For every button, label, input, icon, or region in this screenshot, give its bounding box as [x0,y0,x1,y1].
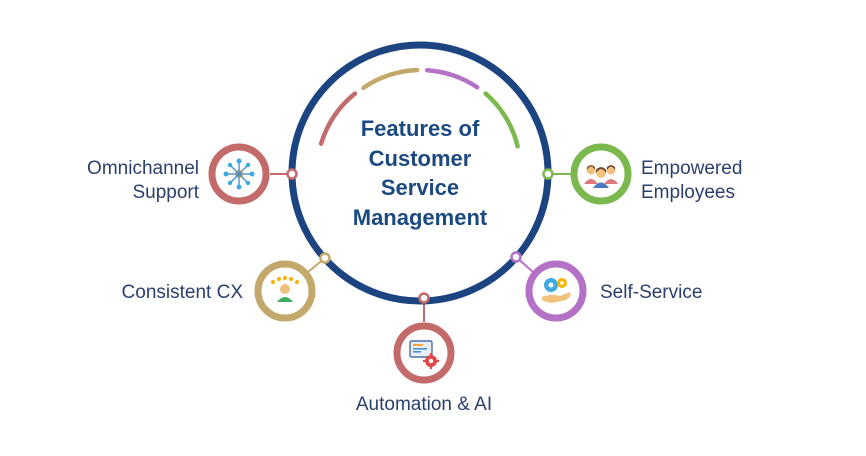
feature-empowered-employees: Empowered Employees [570,143,742,205]
feature-label-line-1: Self-Service [600,282,702,303]
feature-automation-ai: Automation & AI [356,322,492,415]
feature-label-line-1: Omnichannel [87,158,199,179]
feature-circle [525,260,587,322]
arc-green [483,91,520,149]
ring-dots [286,168,554,304]
feature-consistent-cx: Consistent CX [122,260,316,322]
dot-consistent-cx [319,252,331,264]
feature-label-line-1: Empowered [641,158,742,179]
team-people-icon [584,165,618,188]
feature-label-line-2: Employees [641,182,735,203]
arc-red [318,91,358,146]
title-line-1: Features of [361,116,480,141]
feature-self-service: Self-Service [525,260,702,322]
feature-label-line-2: Support [132,182,199,203]
dot-empowered [542,168,554,180]
feature-omnichannel-support: Omnichannel Support [87,143,270,205]
arc-gold [361,67,420,91]
diagram-title: Features of Customer Service Management [353,116,488,230]
title-line-3: Service [381,175,459,200]
automation-screen-gear-icon [409,340,439,369]
main-ring [288,41,552,305]
rated-agent-icon [271,276,299,302]
dot-omnichannel [286,168,298,180]
feature-label-line-1: Consistent CX [122,282,244,303]
hand-gears-icon [542,278,571,303]
dot-automation [418,292,430,304]
title-line-4: Management [353,205,488,230]
inner-arcs [318,67,520,149]
feature-label-line-1: Automation & AI [356,394,492,415]
dot-self-service [510,251,522,263]
network-hub-icon [223,158,255,190]
arc-purple [424,68,480,90]
title-line-2: Customer [369,146,472,171]
